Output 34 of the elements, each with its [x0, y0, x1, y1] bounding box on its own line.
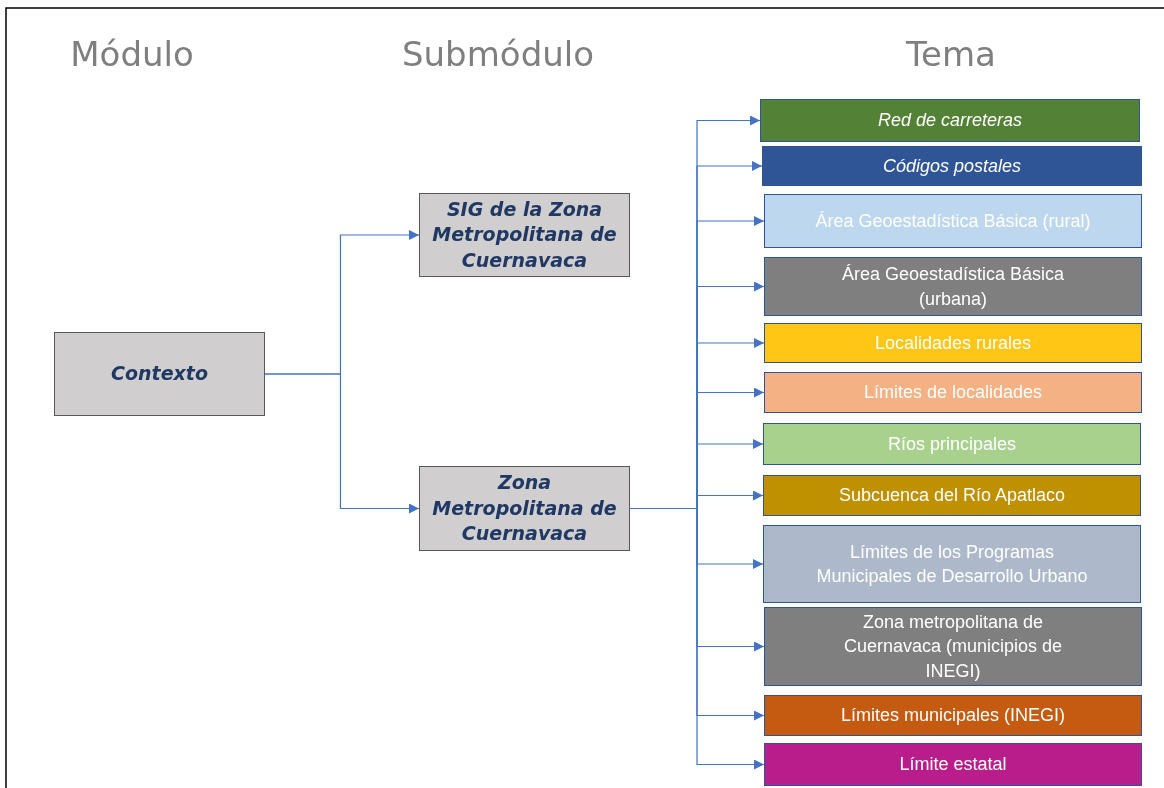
- node-label: Subcuenca del Río Apatlaco: [838, 484, 1066, 508]
- topic-box: [764, 695, 1142, 736]
- node-label: Ríos principales: [887, 432, 1017, 456]
- node-label: Límites de localidades: [863, 381, 1043, 405]
- node-label: Zona Metropolitana de Cuernavaca: [431, 470, 618, 547]
- node-label: Localidades rurales: [874, 331, 1032, 355]
- topic-box: [760, 99, 1140, 142]
- module-box: [419, 466, 630, 551]
- module-box: [419, 193, 630, 277]
- topic-box: [764, 323, 1142, 363]
- column-heading: Submódulo: [402, 34, 594, 74]
- node-label: Contexto: [111, 361, 208, 387]
- module-box: [54, 332, 265, 416]
- topic-box: [764, 743, 1142, 786]
- node-label: Límites de los Programas Municipales de Desarrollo Urbano: [815, 540, 1089, 588]
- topic-box: [763, 475, 1141, 516]
- node-label: Área Geoestadística Básica (urbana): [840, 263, 1066, 311]
- node-label: Límite estatal: [899, 753, 1007, 777]
- topic-box: [764, 257, 1142, 316]
- node-label: Área Geoestadística Básica (rural): [815, 209, 1091, 233]
- column-heading: Tema: [906, 34, 996, 74]
- node-label: Límites municipales (INEGI): [840, 704, 1066, 728]
- connector-arrow: [264, 373, 420, 514]
- node-label: Códigos postales: [882, 154, 1022, 178]
- topic-box: [764, 372, 1142, 413]
- node-label: Zona metropolitana de Cuernavaca (municipios de INEGI): [842, 611, 1064, 683]
- node-label: SIG de la Zona Metropolitana de Cuernavaca: [431, 196, 618, 273]
- topic-box: [764, 607, 1142, 686]
- topic-box: [763, 525, 1141, 603]
- column-heading: Módulo: [70, 34, 194, 74]
- topic-box: [763, 423, 1141, 465]
- node-label: Red de carreteras: [877, 109, 1023, 133]
- topic-box: [762, 146, 1142, 186]
- topic-box: [764, 194, 1142, 248]
